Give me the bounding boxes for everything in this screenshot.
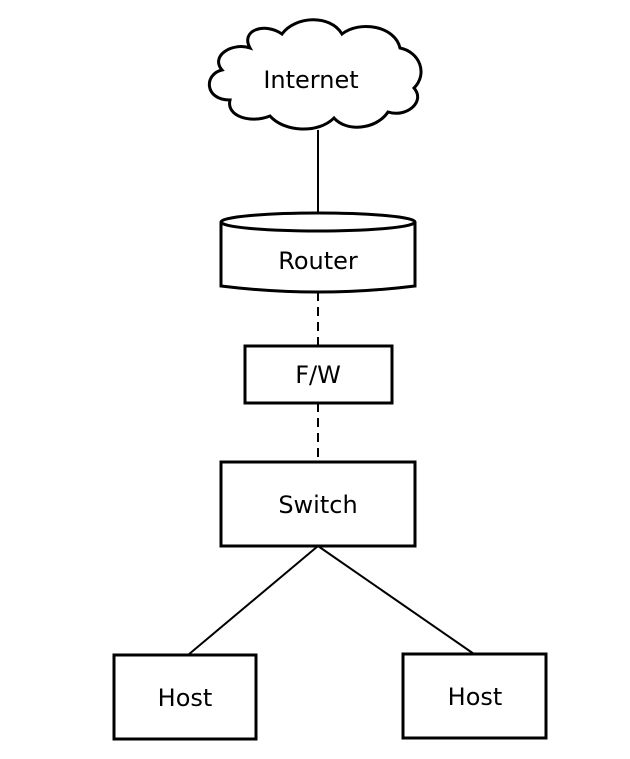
firewall-label: F/W bbox=[295, 361, 341, 389]
switch-node: Switch bbox=[219, 460, 417, 548]
host-right-box bbox=[401, 652, 548, 740]
switch-label: Switch bbox=[278, 491, 357, 519]
firewall-node: F/W bbox=[243, 344, 394, 405]
internet-label: Internet bbox=[263, 66, 358, 94]
host-right-node: Host bbox=[401, 652, 548, 740]
router-node: Router bbox=[219, 211, 417, 294]
host-left-label: Host bbox=[158, 684, 213, 712]
host-left-box bbox=[112, 653, 258, 741]
internet-cloud: Internet bbox=[207, 18, 423, 131]
switch-box bbox=[219, 460, 417, 548]
host-left-node: Host bbox=[112, 653, 258, 741]
router-cylinder-top bbox=[219, 211, 417, 233]
router-cylinder-body bbox=[219, 222, 417, 294]
edge-switch-host-right bbox=[317, 545, 475, 655]
cloud-icon bbox=[207, 18, 423, 131]
edge-switch-host-left bbox=[187, 545, 319, 656]
firewall-box bbox=[243, 344, 394, 405]
router-label: Router bbox=[278, 247, 358, 275]
host-right-label: Host bbox=[448, 683, 503, 711]
